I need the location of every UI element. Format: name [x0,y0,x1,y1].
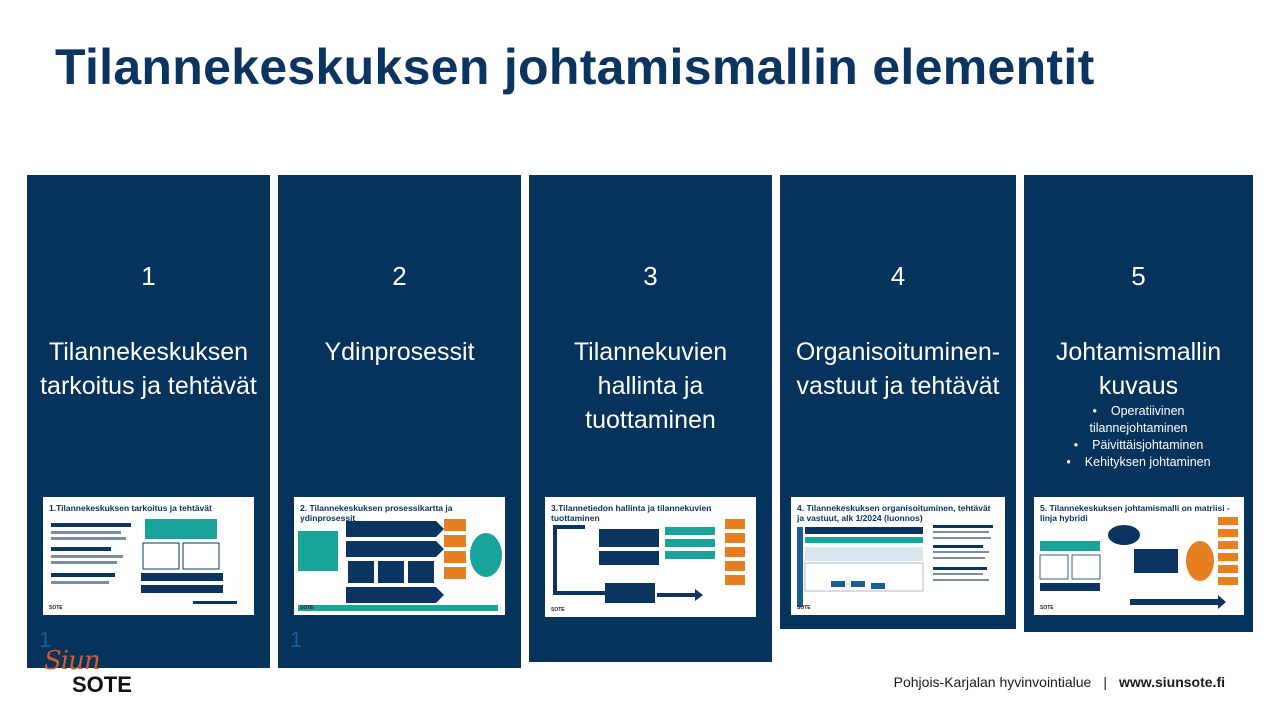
card-thumbnail[interactable]: 1.Tilannekeskuksen tarkoitus ja tehtävät… [43,497,254,615]
bullet-item: Kehityksen johtaminen [1042,454,1235,471]
thumbnail-logo: SOTE [300,605,314,611]
bullet-item: Operatiivinen tilannejohtaminen [1042,403,1235,437]
thumbnail-logo: SOTE [551,607,565,613]
card-heading: Johtamismallin kuvaus [1055,338,1222,400]
footer-organization: Pohjois-Karjalan hyvinvointialue [893,674,1092,690]
slide-index-label: 1 [290,627,303,652]
card-heading: Ydinprosessit [324,338,475,366]
card-thumbnail[interactable]: 3.Tilannetiedon hallinta ja tilannekuvie… [545,497,756,617]
slide-title: Tilannekeskuksen johtamismallin elementi… [55,39,1095,95]
card-number: 3 [643,261,658,291]
card-heading: Organisoituminen-vastuut ja tehtävät [795,338,1001,400]
card-thumbnail[interactable]: 4. Tilannekeskuksen organisoituminen, te… [791,497,1005,615]
thumbnail-logo: SOTE [1040,605,1054,611]
thumbnail-diagram [298,519,502,611]
card-bullet-list: Operatiivinen tilannejohtaminen Päivittä… [1042,403,1235,471]
thumbnail-title: 3.Tilannetiedon hallinta ja tilannekuvie… [551,503,712,523]
thumbnail-title: 5. Tilannekeskuksen johtamismalli on mat… [1040,503,1230,523]
element-card-5[interactable]: 5 Johtamismallin kuvaus Operatiivinen ti… [1024,175,1253,632]
thumbnail-title: 1.Tilannekeskuksen tarkoitus ja tehtävät [49,503,212,513]
thumbnail-logo: SOTE [797,605,811,611]
slide-footer: Pohjois-Karjalan hyvinvointialue | www.siu… [894,674,1225,690]
card-thumbnail[interactable]: 2. Tilannekeskuksen prosessikartta ja yd… [294,497,505,615]
slide-index-label: 1 [39,627,52,652]
card-heading: Tilannekeskuksen tarkoitus ja tehtävät [40,338,257,400]
card-thumbnail[interactable]: 5. Tilannekeskuksen johtamismalli on mat… [1034,497,1244,615]
element-card-3[interactable]: 3 Tilannekuvien hallinta ja tuottaminen … [529,175,772,662]
thumbnail-diagram [1039,517,1238,609]
card-number: 4 [890,261,906,291]
bullet-item: Päivittäisjohtaminen [1042,437,1235,454]
footer-url[interactable]: www.siunsote.fi [1118,674,1225,690]
card-heading: Tilannekuvien hallinta ja tuottaminen [573,338,728,434]
card-number: 1 [141,261,156,291]
element-card-4[interactable]: 4 Organisoituminen-vastuut ja tehtävät 4… [780,175,1016,629]
siunsote-logo: Siun SOTE [44,646,144,698]
footer-separator: | [1103,674,1107,690]
thumbnail-diagram [797,525,993,607]
element-card-1[interactable]: 1 Tilannekeskuksen tarkoitus ja tehtävät… [27,175,270,668]
card-number: 5 [1131,261,1146,291]
logo-script: Siun [44,646,101,676]
logo-word: SOTE [72,672,132,697]
thumbnail-logo: SOTE [49,605,63,611]
thumbnail-title: 2. Tilannekeskuksen prosessikartta ja yd… [300,503,453,523]
thumbnail-diagram [553,519,745,603]
thumbnail-diagram [51,519,237,604]
thumbnail-title: 4. Tilannekeskuksen organisoituminen, te… [797,503,991,523]
element-card-2[interactable]: 2 Ydinprosessit 2. Tilannekeskuksen pros… [278,175,521,668]
card-number: 2 [392,261,407,291]
